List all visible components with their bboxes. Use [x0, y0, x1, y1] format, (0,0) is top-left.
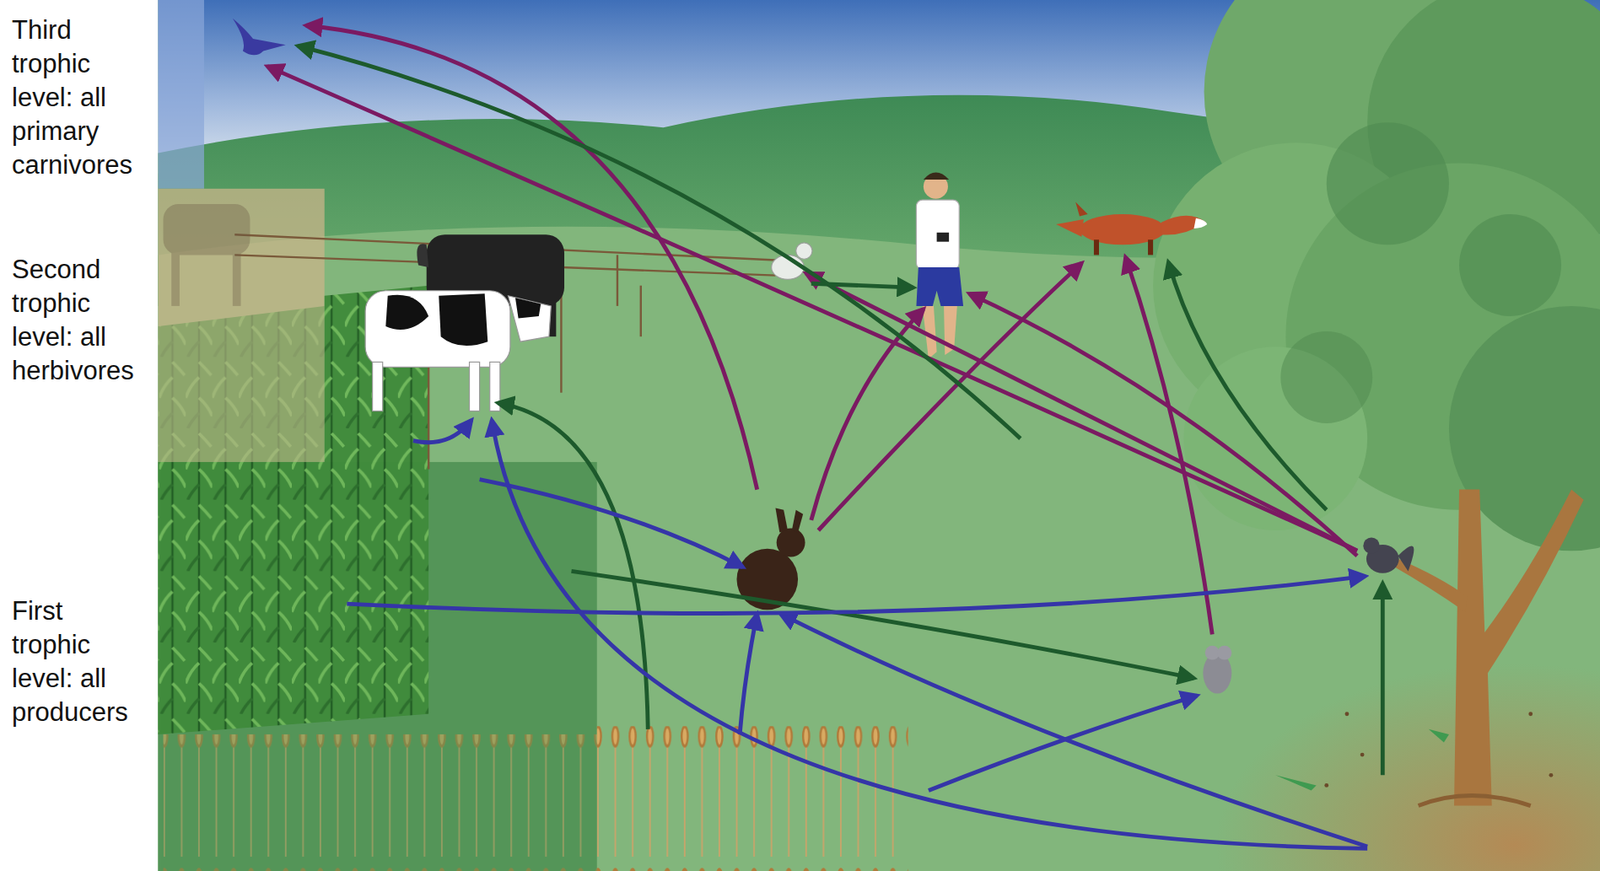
seeds-part [1360, 753, 1365, 758]
rabbit-part [776, 528, 806, 558]
cows-part [469, 361, 480, 411]
faded-animal-part [232, 249, 242, 307]
person-part [915, 267, 964, 307]
energy-arrows-green [297, 45, 1383, 776]
fence-part [616, 254, 619, 306]
hawk [232, 18, 286, 56]
energy-arrows-green-part [1380, 583, 1385, 776]
oak-tree-part [1454, 490, 1584, 807]
energy-arrows-blue-part [739, 614, 758, 735]
energy-arrows-blue [346, 420, 1368, 849]
cows-part [438, 293, 488, 346]
fence [234, 234, 776, 469]
mouse [1202, 646, 1232, 695]
energy-arrows-green-part [497, 403, 648, 730]
wheat-field [163, 726, 909, 871]
corn-field-part [158, 306, 325, 463]
fox-part [1193, 218, 1207, 229]
trophic-level-label: Second trophic level: all herbivores [11, 253, 135, 388]
seeds-part [1275, 775, 1316, 791]
cows [365, 234, 565, 411]
seeds-part [1528, 711, 1533, 717]
cows-part [416, 243, 429, 268]
small-animal-part [796, 242, 813, 259]
trophic-bands-part [158, 188, 325, 463]
energy-arrows-purple [267, 25, 1358, 635]
rabbit [736, 507, 805, 610]
oak-tree-part [1392, 559, 1467, 613]
seeds-part [1428, 729, 1450, 744]
energy-arrows-blue-part [491, 420, 1368, 849]
fox-part [1093, 239, 1099, 255]
wheat-field-part [163, 734, 598, 871]
cows-part [515, 297, 541, 318]
energy-arrows-blue-part [928, 695, 1197, 791]
trophic-labels: Third trophic level: all primary carnivo… [0, 0, 157, 871]
oak-tree-part [1326, 122, 1450, 245]
seeds-part [1549, 773, 1554, 778]
oak-tree-part [1280, 331, 1373, 424]
rabbit-part [775, 507, 788, 533]
energy-arrows-green-part [811, 283, 914, 288]
energy-arrows-purple-part [1125, 257, 1213, 636]
cows-part [372, 361, 383, 411]
energy-arrows-purple-part [267, 66, 1358, 552]
energy-arrows-blue-part [346, 576, 1365, 614]
squirrel-part [1397, 546, 1414, 572]
faded-animal-part [171, 249, 180, 307]
oak-tree-part [1418, 795, 1531, 806]
cows-part [507, 296, 551, 342]
energy-arrows-blue-part [781, 614, 1369, 847]
oak-tree-part [1459, 214, 1562, 317]
mouse-part [1205, 646, 1220, 661]
trophic-bands [158, 0, 598, 871]
energy-arrows-blue-part [413, 420, 472, 442]
person-part [923, 172, 949, 179]
squirrel-part [1362, 537, 1380, 554]
trophic-level-label: First trophic level: all producers [11, 594, 129, 730]
trophic-level-label: Third trophic level: all primary carnivo… [11, 13, 133, 183]
squirrel [1362, 537, 1414, 573]
mouse-part [1217, 646, 1232, 661]
seeds-part [1345, 711, 1350, 717]
faded-animal [163, 204, 251, 307]
seeds [1275, 711, 1553, 791]
energy-arrows-blue-part [479, 479, 744, 568]
rabbit-part [791, 510, 803, 534]
fox [1055, 202, 1207, 256]
energy-arrows-green-part [297, 45, 1021, 439]
fox-part [1055, 219, 1084, 238]
fox-part [1147, 239, 1153, 255]
cows-part [365, 290, 511, 368]
wheat-field-part [597, 726, 909, 871]
landscape-part [1173, 612, 1600, 871]
faded-animal-part [163, 204, 251, 255]
energy-arrows-green-part [1168, 262, 1327, 511]
cows-part [385, 295, 429, 330]
oak-tree [1152, 0, 1600, 807]
trophic-bands-part [158, 0, 205, 189]
seeds-part [1324, 783, 1329, 788]
energy-arrows-purple-part [969, 293, 1358, 556]
person-part [915, 199, 959, 270]
fox-part [1075, 202, 1089, 217]
person-part [937, 232, 950, 243]
fence-part [640, 285, 642, 337]
hawk-part [232, 18, 286, 56]
energy-arrows-purple-part [806, 273, 1358, 551]
energy-arrows-purple-part [306, 25, 758, 490]
